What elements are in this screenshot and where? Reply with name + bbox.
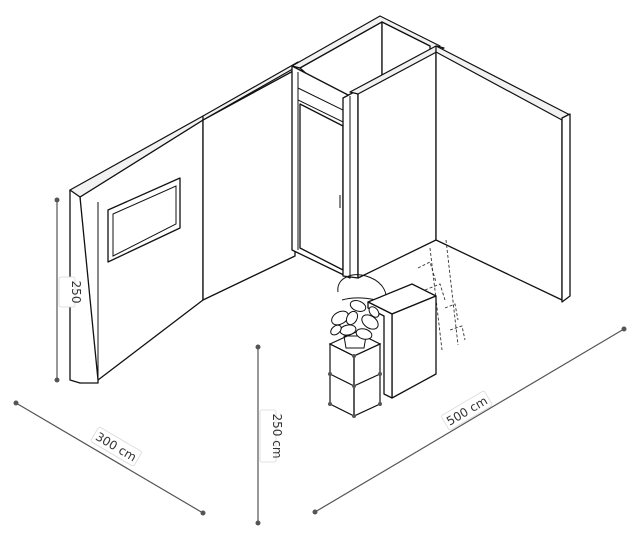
dimension-height: 250 cm — [255, 344, 284, 526]
cabin-door — [299, 103, 344, 271]
wall-picture — [107, 177, 181, 263]
dimension-width: 500 cm — [312, 326, 627, 515]
wall-height-label: 250 — [69, 281, 83, 304]
plant-icon — [330, 300, 380, 349]
dimension-wall-height: 250 — [54, 197, 83, 383]
right-wall — [349, 45, 571, 303]
cube-shelf — [328, 331, 382, 418]
storage-cabin — [291, 15, 441, 279]
middle-wall — [202, 61, 299, 301]
height-label: 250 cm — [270, 413, 284, 458]
counter — [367, 283, 437, 399]
dimension-depth: 300 cm — [13, 400, 206, 516]
left-wall — [69, 115, 204, 384]
